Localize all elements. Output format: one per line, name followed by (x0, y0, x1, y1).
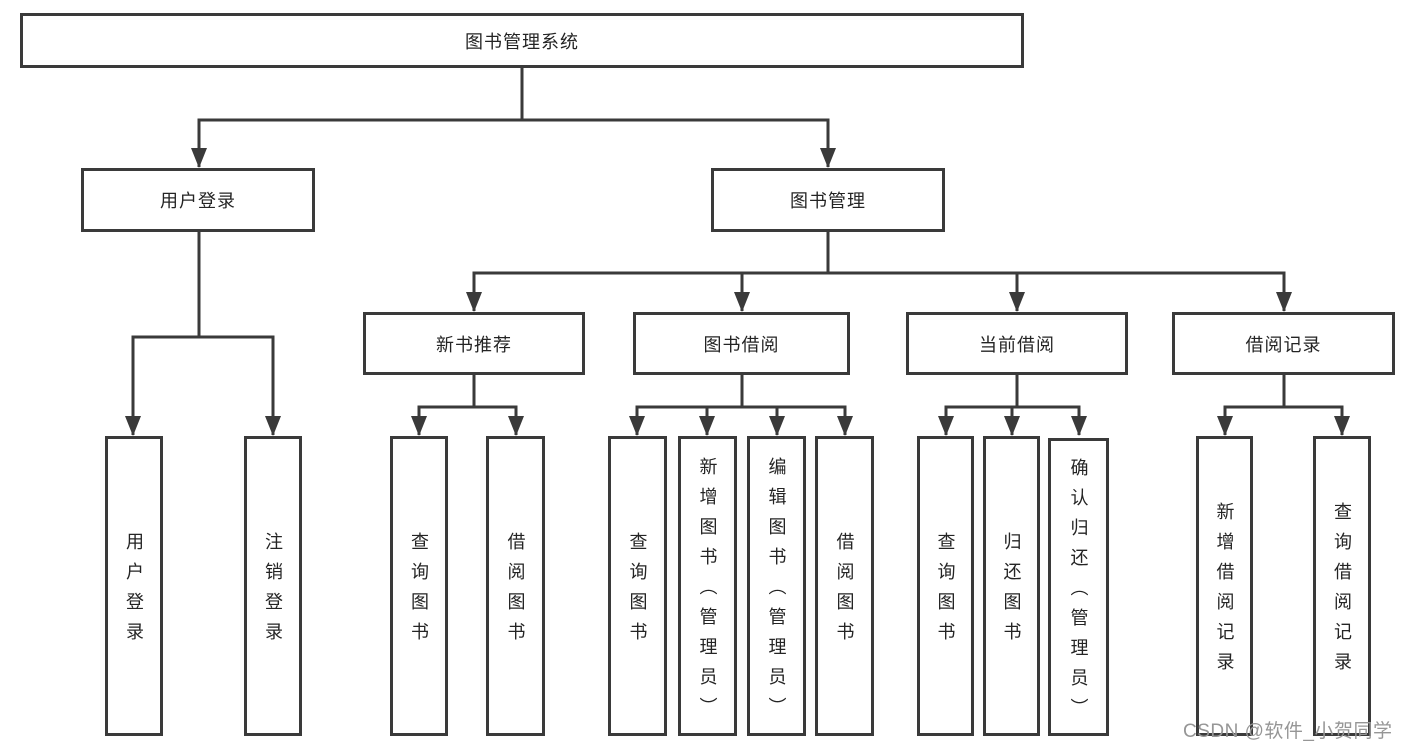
node-label: 借阅图书 (505, 532, 526, 652)
csdn-watermark: CSDN @软件_小贺同学 (1183, 721, 1393, 742)
node-label: 编辑图书（管理员） (766, 457, 787, 727)
node-label: 图书借阅 (703, 334, 780, 355)
node-label: 新增借阅记录 (1214, 502, 1235, 682)
node-query-books-1: 查询图书 (390, 436, 448, 736)
node-label: 借阅记录 (1245, 334, 1322, 355)
connector-group (125, 68, 1350, 436)
node-current-borrow: 当前借阅 (906, 312, 1128, 375)
node-label: 查询借阅记录 (1332, 502, 1352, 682)
node-label: 查询图书 (627, 532, 648, 652)
node-label: 图书管理系统 (465, 31, 579, 52)
node-return-books: 归还图书 (983, 436, 1040, 736)
node-label: 用户登录 (124, 532, 144, 652)
node-label: 注销登录 (263, 532, 283, 652)
node-borrow-records: 借阅记录 (1172, 312, 1395, 375)
node-new-book-recommend: 新书推荐 (363, 312, 585, 375)
node-label: 借阅图书 (834, 532, 855, 652)
node-book-management-system: 图书管理系统 (20, 13, 1024, 68)
node-label: 归还图书 (1001, 532, 1022, 652)
node-label: 新增图书（管理员） (697, 457, 718, 727)
node-borrow-books-2: 借阅图书 (815, 436, 874, 736)
node-add-book-admin: 新增图书（管理员） (678, 436, 737, 736)
node-label: 图书管理 (790, 191, 866, 211)
node-user-login: 用户登录 (81, 168, 315, 232)
node-confirm-return-admin: 确认归还（管理员） (1048, 438, 1109, 736)
node-logout: 注销登录 (244, 436, 302, 736)
node-label: 查询图书 (409, 532, 429, 652)
node-query-borrow-record: 查询借阅记录 (1313, 436, 1371, 736)
node-book-management: 图书管理 (711, 168, 945, 232)
node-edit-book-admin: 编辑图书（管理员） (747, 436, 806, 736)
node-label: 查询图书 (935, 532, 956, 652)
node-book-borrow: 图书借阅 (633, 312, 850, 375)
node-add-borrow-record: 新增借阅记录 (1196, 436, 1253, 736)
node-query-books-2: 查询图书 (608, 436, 667, 736)
node-label: 确认归还（管理员） (1068, 458, 1089, 728)
node-query-books-3: 查询图书 (917, 436, 974, 736)
node-label: 用户登录 (160, 191, 236, 211)
node-label: 当前借阅 (979, 334, 1055, 355)
node-user-login-leaf: 用户登录 (105, 436, 163, 736)
node-label: 新书推荐 (436, 334, 512, 355)
node-borrow-books-1: 借阅图书 (486, 436, 545, 736)
